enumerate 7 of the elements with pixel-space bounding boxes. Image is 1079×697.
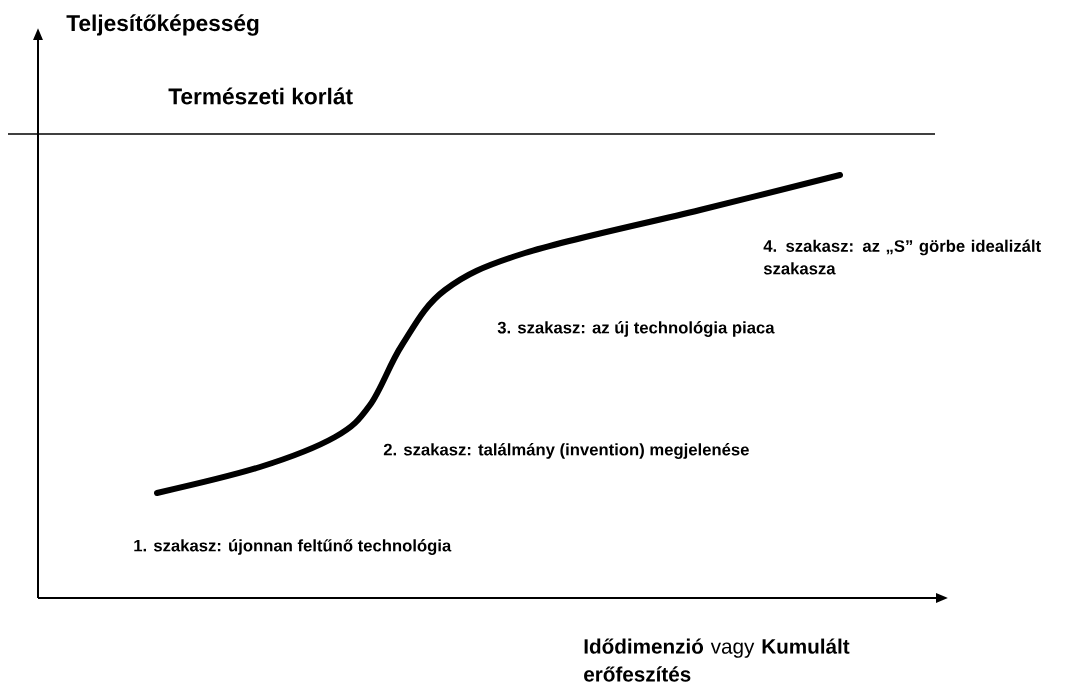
axis-label: Teljesítőképesség [66, 14, 259, 36]
stage-label: 4. szakasz: az „S” görbe idealizált szakasza [763, 239, 1041, 275]
stage-label: 2. szakasz: találmány (invention) megjelenése [383, 443, 749, 459]
axis-label: Idődimenzió vagy Kumulált erőfeszítés [584, 638, 850, 682]
limit-label: Természeti korlát [168, 87, 353, 105]
stage-label: 3. szakasz: az új technológia piaca [497, 321, 775, 337]
stage-label: 1. szakasz: újonnan feltűnő technológia [134, 539, 452, 555]
